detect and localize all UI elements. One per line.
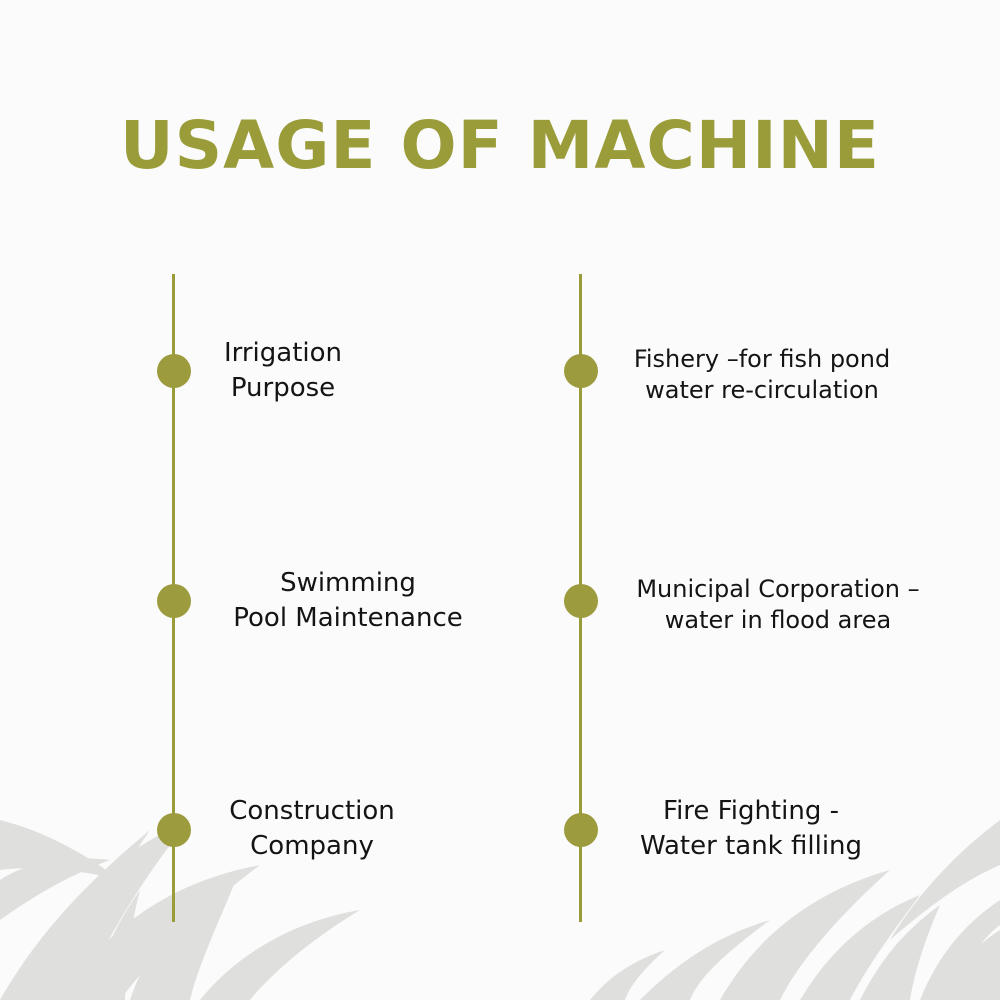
timeline-dot xyxy=(564,584,598,618)
timeline-dot xyxy=(157,354,191,388)
timeline-dot xyxy=(564,354,598,388)
usage-item-line: Company xyxy=(250,831,374,861)
usage-item-line: Swimming xyxy=(280,568,416,598)
usage-item-irrigation: Irrigation Purpose xyxy=(224,336,342,406)
usage-item-line: Fire Fighting - xyxy=(663,796,839,826)
usage-item-line: water in flood area xyxy=(664,606,892,634)
usage-item-line: water re-circulation xyxy=(645,376,879,404)
usage-item-construction: Construction Company xyxy=(229,794,395,864)
timeline-dot xyxy=(564,813,598,847)
usage-item-municipal-corporation: Municipal Corporation – water in flood a… xyxy=(636,574,919,636)
usage-item-line: Pool Maintenance xyxy=(233,603,463,633)
usage-item-line: Purpose xyxy=(230,373,336,403)
page-title: USAGE OF MACHINE xyxy=(120,107,880,184)
usage-item-fire-fighting: Fire Fighting - Water tank filling xyxy=(640,794,862,864)
usage-item-line: Fishery –for fish pond xyxy=(633,345,891,373)
timeline-dot xyxy=(157,584,191,618)
usage-item-line: Water tank filling xyxy=(639,831,863,861)
usage-item-fishery: Fishery –for fish pond water re-circulat… xyxy=(634,344,890,406)
timeline-dot xyxy=(157,813,191,847)
usage-item-line: Municipal Corporation – xyxy=(636,575,920,603)
usage-item-line: Construction xyxy=(229,796,395,826)
usage-item-swimming-pool: Swimming Pool Maintenance xyxy=(233,566,463,636)
usage-item-line: Irrigation xyxy=(223,338,343,368)
